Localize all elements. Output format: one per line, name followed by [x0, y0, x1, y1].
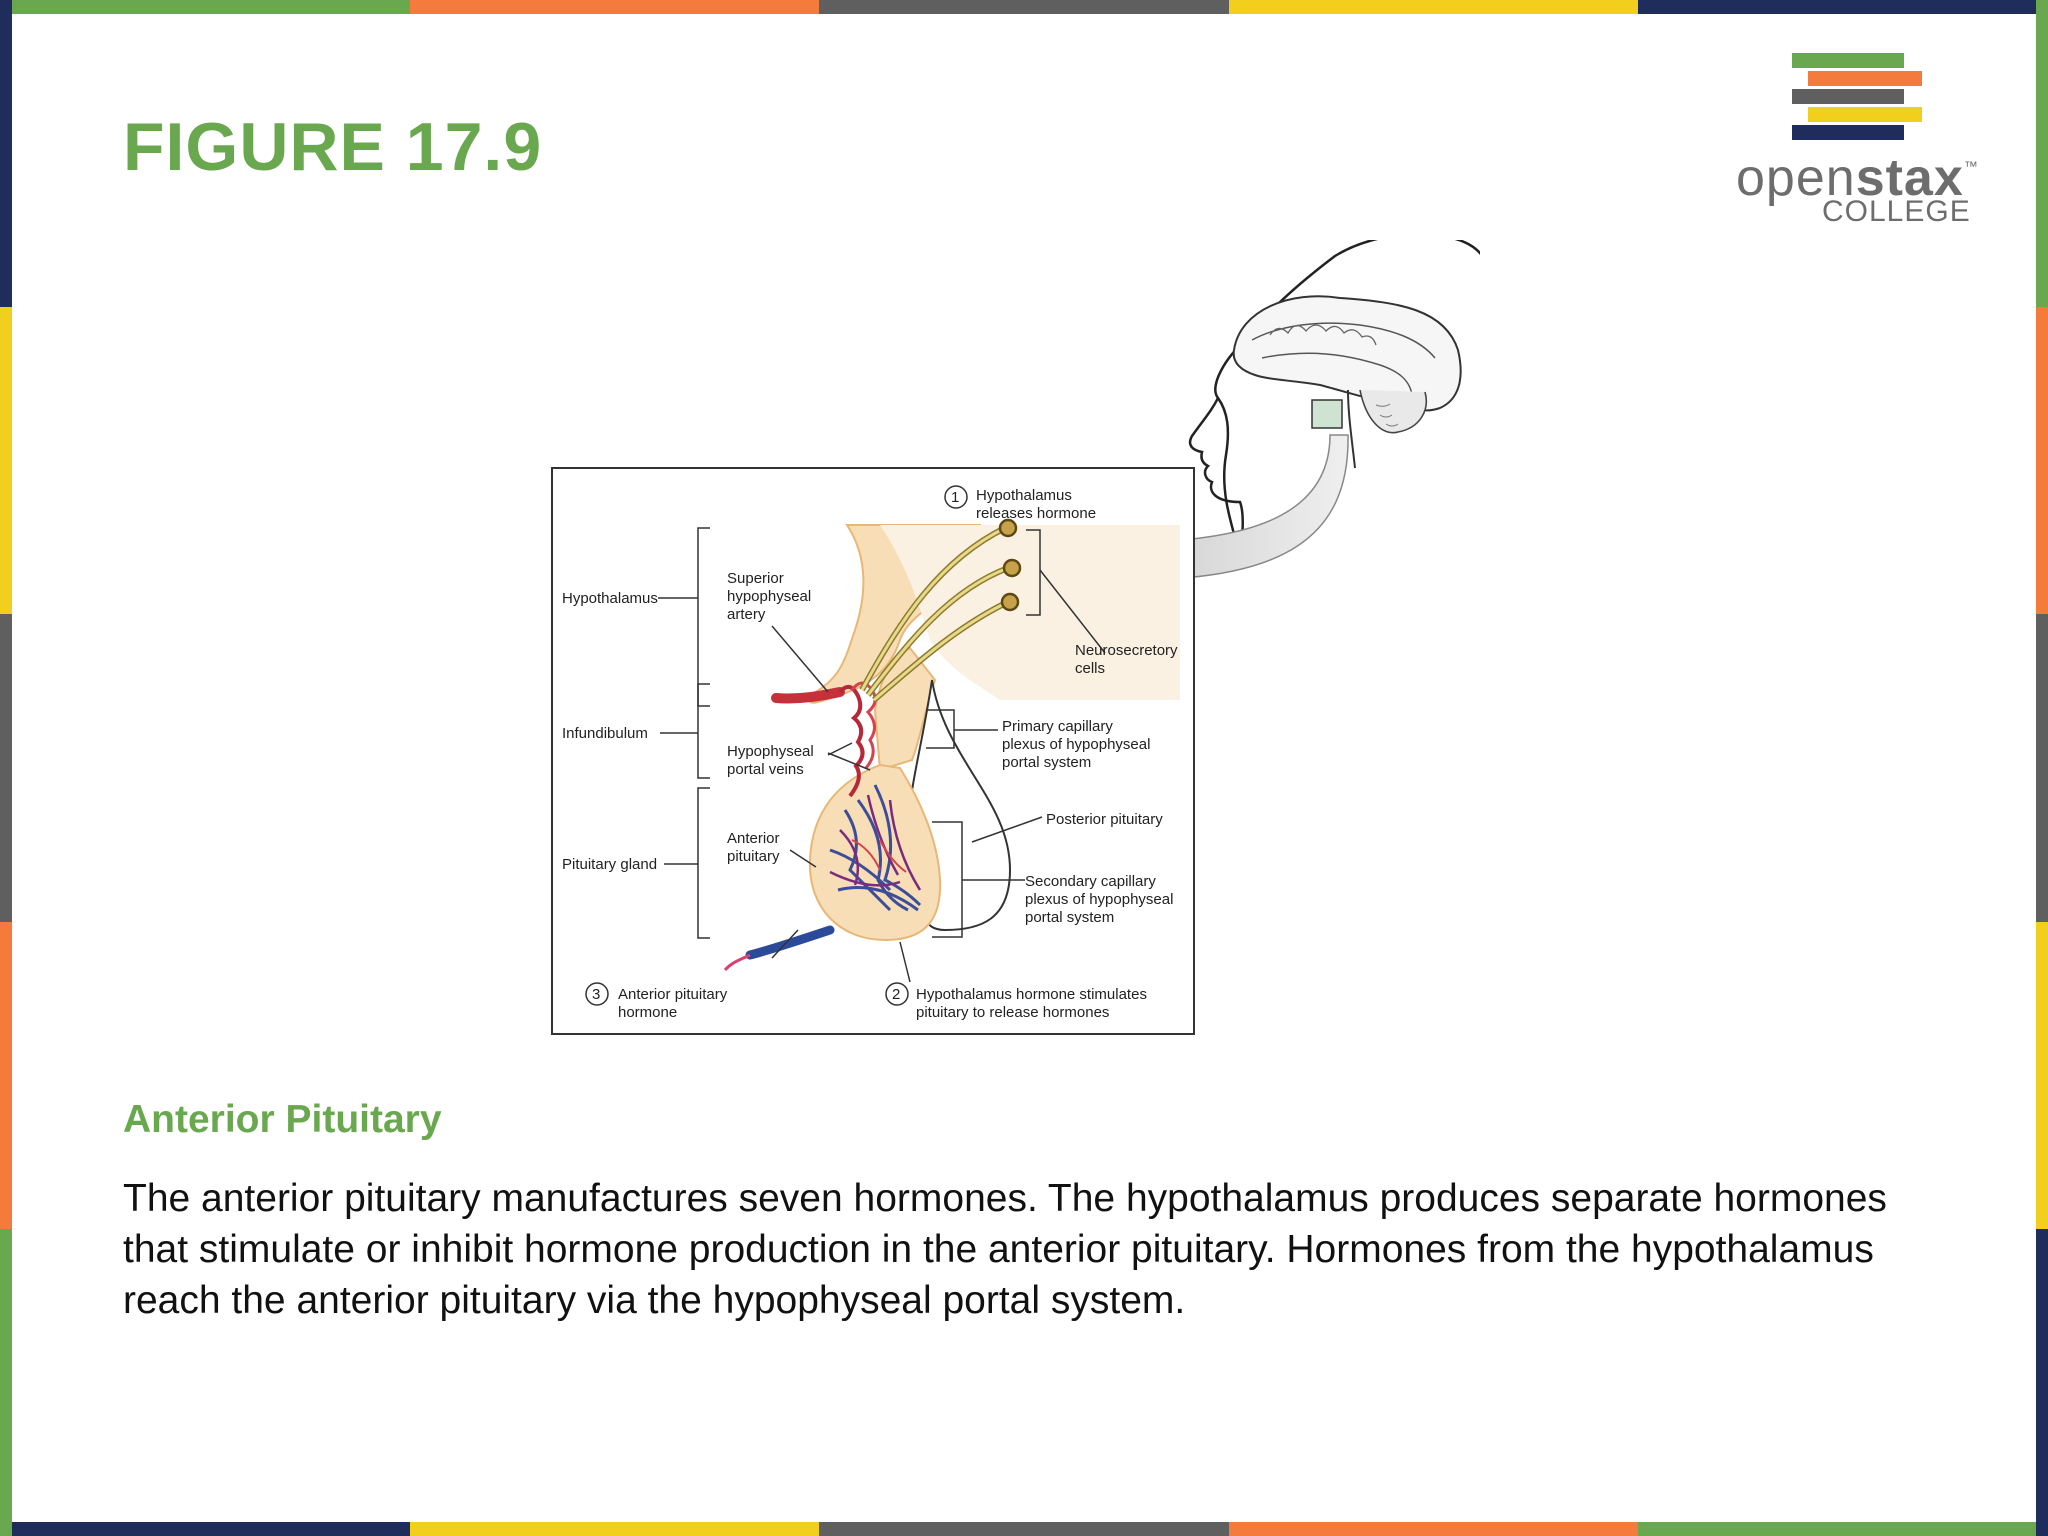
- label-anterior-pituitary-1: Anterior: [727, 830, 780, 847]
- hypothalamus-shape: [808, 524, 1180, 704]
- step-1-marker: [944, 485, 968, 509]
- step-1-number: 1: [951, 489, 959, 506]
- label-step2-1: Hypothalamus hormone stimulates: [916, 986, 1147, 1003]
- label-superior-artery-2: hypophyseal: [727, 588, 811, 605]
- step-2-number: 2: [892, 986, 900, 1003]
- label-anterior-pituitary-2: pituitary: [727, 848, 780, 865]
- logo-wordmark: openstax™: [1736, 149, 1979, 207]
- logo-stripe-gray: [1792, 89, 1904, 104]
- label-hypothalamus: Hypothalamus: [562, 590, 658, 607]
- step-3-marker: [585, 982, 609, 1006]
- logo-stripe-green: [1792, 53, 1904, 68]
- hypothalamus-pituitary-diagram: Hypothalamus Infundibulum Pituitary glan…: [540, 240, 1480, 1040]
- label-neurosecretory-2: cells: [1075, 660, 1105, 677]
- brain-sagittal: [1232, 295, 1462, 469]
- label-step1-1: Hypothalamus: [976, 487, 1072, 504]
- section-body: The anterior pituitary manufactures seve…: [123, 1177, 1887, 1322]
- brackets-left: [658, 527, 710, 939]
- label-superior-artery-3: artery: [727, 606, 766, 623]
- label-secondary-plexus-2: plexus of hypophyseal: [1025, 891, 1173, 908]
- logo-subtitle: COLLEGE: [1822, 195, 1971, 228]
- step-3-number: 3: [592, 986, 600, 1003]
- openstax-logo: openstax™ COLLEGE: [1736, 50, 1986, 230]
- infundibulum-stalk: [873, 646, 937, 772]
- head-silhouette: [1188, 240, 1480, 559]
- leader-lines: [771, 625, 911, 983]
- label-secondary-plexus-1: Secondary capillary: [1025, 873, 1156, 890]
- section-title: Anterior Pituitary: [123, 1098, 442, 1141]
- bottom-border-bar: [0, 1522, 2048, 1536]
- left-border-bar: [0, 0, 12, 1536]
- label-portal-veins-1: Hypophyseal: [727, 743, 814, 760]
- label-primary-plexus-2: plexus of hypophyseal: [1002, 736, 1150, 753]
- focus-box: [1311, 399, 1343, 429]
- label-primary-plexus-3: portal system: [1002, 754, 1091, 771]
- label-portal-veins-2: portal veins: [727, 761, 804, 778]
- top-border-bar: [0, 0, 2048, 14]
- brackets-right: [926, 529, 1106, 938]
- right-border-bar: [2036, 0, 2048, 1536]
- label-posterior-pituitary: Posterior pituitary: [1046, 811, 1163, 828]
- label-step1-2: releases hormone: [976, 505, 1096, 522]
- portal-vessels: [723, 681, 877, 972]
- label-infundibulum: Infundibulum: [562, 725, 648, 742]
- label-neurosecretory-1: Neurosecretory: [1075, 642, 1178, 659]
- label-step3-1: Anterior pituitary: [618, 986, 728, 1003]
- figure-title: FIGURE 17.9: [123, 109, 543, 185]
- label-step3-2: hormone: [618, 1004, 677, 1021]
- logo-stripe-yellow: [1808, 107, 1922, 122]
- label-primary-plexus-1: Primary capillary: [1002, 718, 1113, 735]
- label-secondary-plexus-3: portal system: [1025, 909, 1114, 926]
- logo-stripe-navy: [1792, 125, 1904, 140]
- logo-stripe-orange: [1808, 71, 1922, 86]
- step-2-marker: [885, 982, 909, 1006]
- label-step2-2: pituitary to release hormones: [916, 1004, 1109, 1021]
- anterior-pituitary: [808, 763, 942, 942]
- label-superior-artery-1: Superior: [727, 570, 784, 587]
- neurosecretory-cells: [859, 518, 1022, 703]
- label-pituitary-gland: Pituitary gland: [562, 856, 657, 873]
